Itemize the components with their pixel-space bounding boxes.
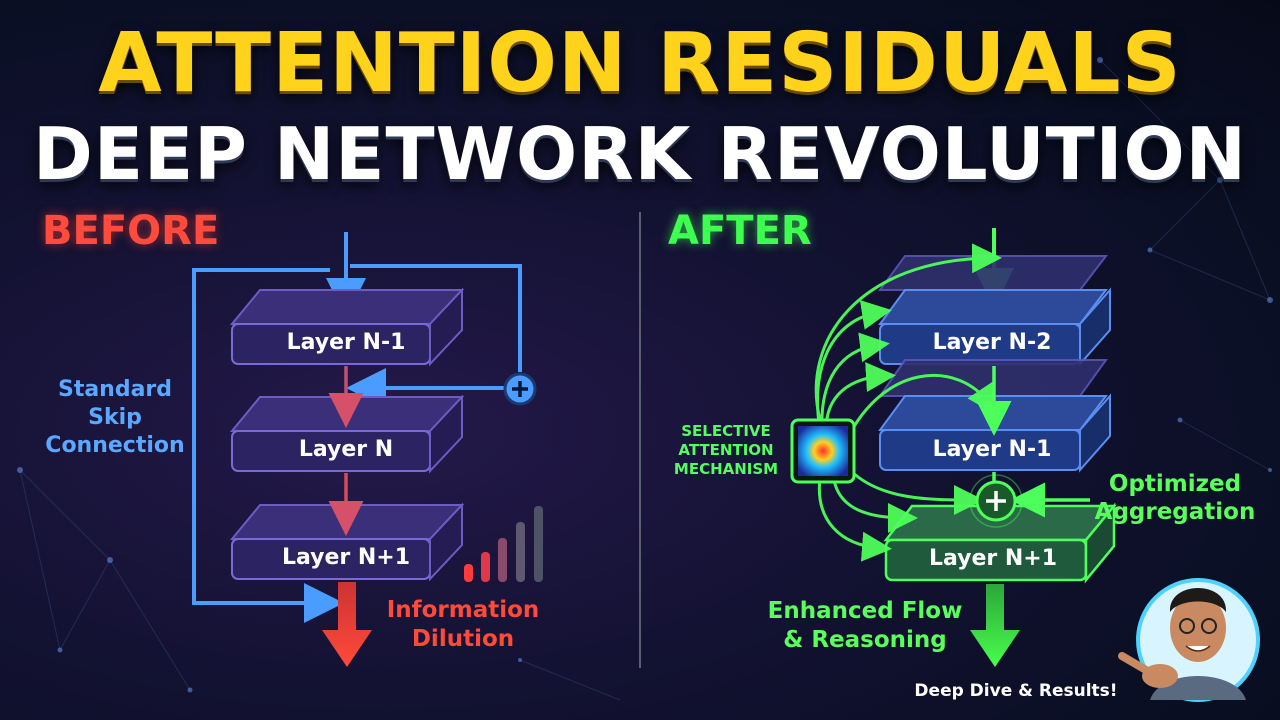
aggregation-label: Optimized Aggregation — [1094, 471, 1256, 525]
before-heading: BEFORE — [42, 208, 220, 254]
attention-arrow-8 — [817, 477, 892, 562]
after-layer-3-label: Layer N+1 — [928, 546, 1058, 571]
after-heading: AFTER — [668, 208, 812, 254]
attention-label: SELECTIVE ATTENTION MECHANISM — [673, 422, 779, 478]
pointing-hand-icon — [1118, 652, 1178, 688]
attention-arrow-6 — [848, 468, 984, 515]
before-layer-3-label: Layer N+1 — [281, 545, 411, 570]
flow-label: Enhanced Flow & Reasoning — [767, 598, 963, 653]
plus-icon — [503, 372, 537, 406]
arrow-down-icon — [322, 582, 372, 667]
arrow-down-icon — [970, 584, 1020, 667]
before-layer-1-label: Layer N-1 — [286, 330, 406, 355]
attention-arrow-2 — [816, 300, 892, 431]
after-layer-2-label: Layer N-1 — [932, 437, 1052, 462]
main-title: ATTENTION RESIDUALS — [98, 16, 1182, 111]
subtitle: DEEP NETWORK REVOLUTION — [33, 112, 1247, 196]
skip-connection-inner — [350, 264, 522, 372]
after-layer-1-label: Layer N-2 — [932, 330, 1052, 355]
attention-arrow-5 — [840, 374, 997, 451]
attention-arrow-3 — [820, 332, 890, 431]
cta-label: Deep Dive & Results! — [914, 681, 1118, 701]
before-layer-1 — [229, 287, 465, 367]
skip-connection-label: Standard Skip Connection — [45, 377, 185, 458]
attention-arrow-7 — [832, 479, 918, 533]
after-layer-1 — [878, 255, 1111, 367]
skip-connection-outer — [192, 268, 344, 623]
dilution-label: Information Dilution — [386, 597, 540, 652]
before-layer-2-label: Layer N — [298, 437, 394, 462]
signal-bars-icon — [464, 506, 543, 582]
plus-icon — [969, 474, 1023, 528]
heatmap-icon — [790, 418, 856, 484]
